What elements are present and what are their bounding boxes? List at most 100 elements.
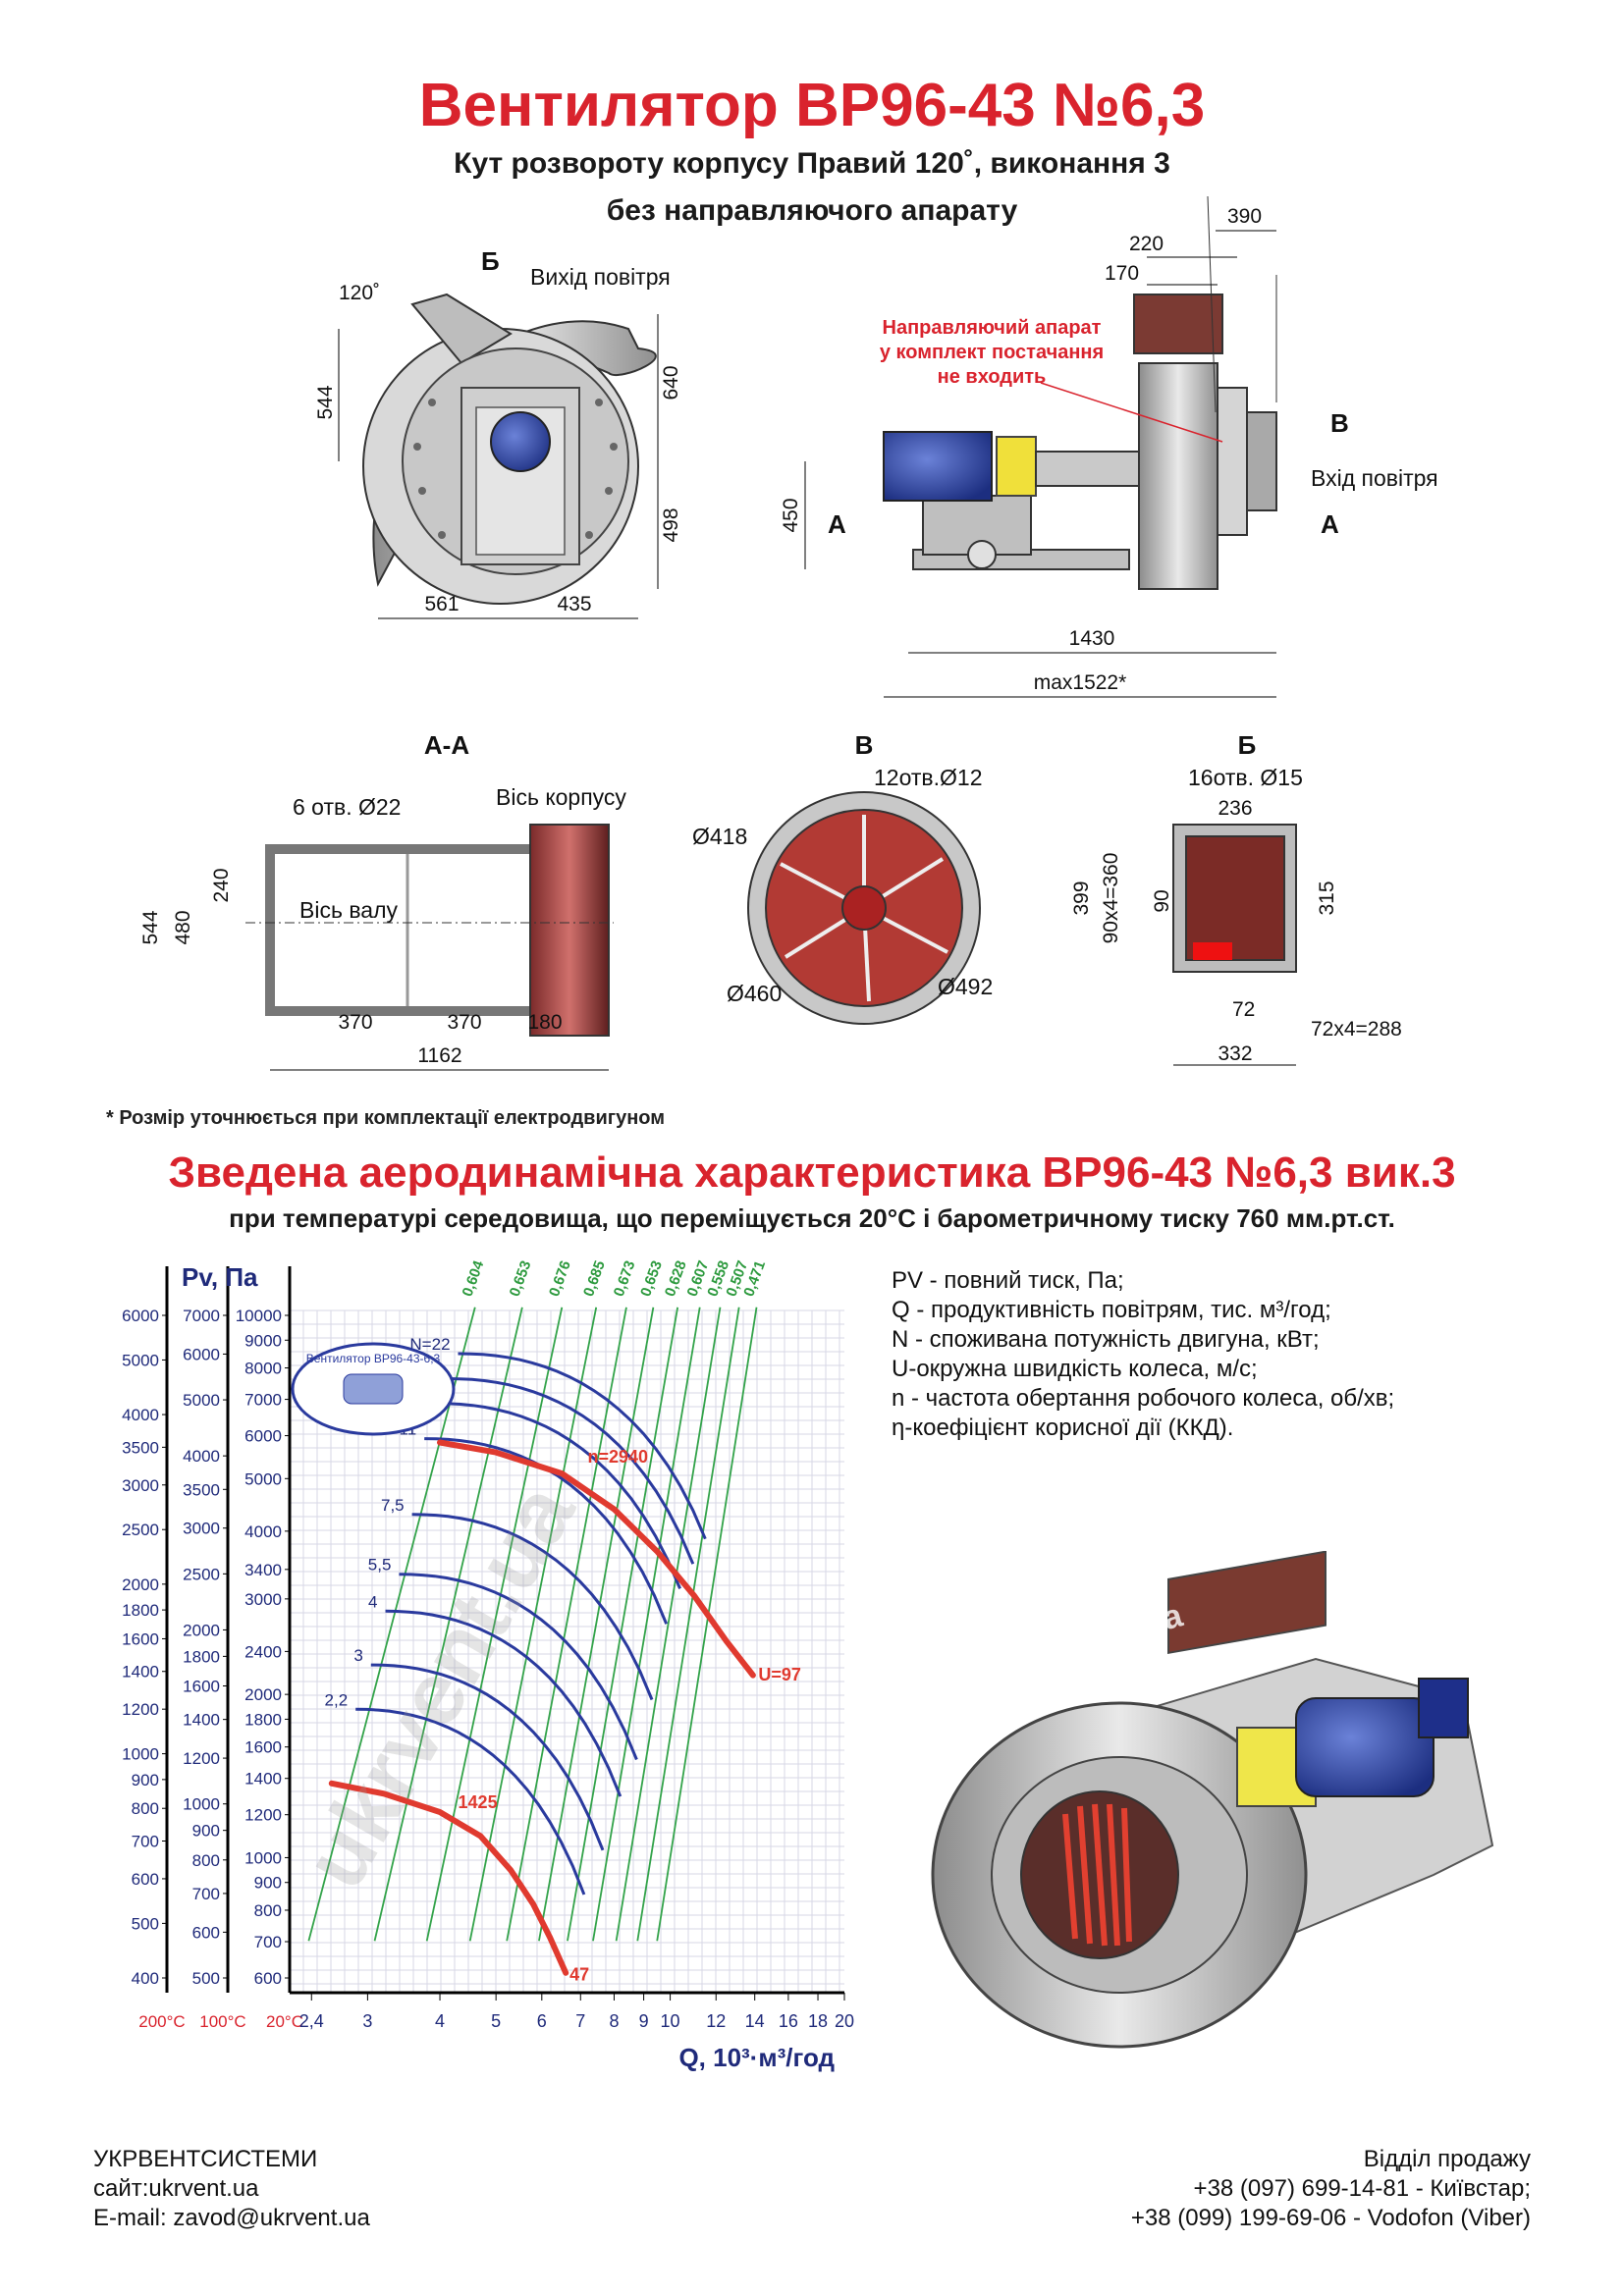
- logo-fan-icon: [343, 1373, 404, 1405]
- efficiency-ray: [373, 1307, 523, 1942]
- y-axis-label: Pv, Па: [182, 1262, 258, 1292]
- side-letter-v: В: [1330, 408, 1349, 438]
- efficiency-ray: [615, 1307, 722, 1942]
- y-tick-label: 1800: [244, 1710, 282, 1729]
- illustration-watermark: ukrvent.ua: [1013, 1596, 1187, 1676]
- y-tick-label: 1800: [122, 1601, 159, 1620]
- dim-front-544: 544: [314, 385, 337, 419]
- x-tick-label: 5: [491, 2011, 501, 2031]
- y-tick-label: 3000: [122, 1476, 159, 1495]
- y-tick-label: 6000: [122, 1307, 159, 1325]
- y-tick-label: 800: [192, 1851, 220, 1870]
- dim-b-236: 236: [1218, 797, 1252, 820]
- y-tick-label: 3000: [244, 1590, 282, 1609]
- side-note-1: Направляючий апарат: [883, 317, 1102, 339]
- phone-vodafone[interactable]: +38 (099) 199-69-06 - Vodofon (Viber): [1130, 2205, 1531, 2231]
- x-temp-label: 200°C: [138, 2012, 185, 2031]
- dim-aa-1162: 1162: [417, 1044, 461, 1067]
- technical-drawings: 544 640 498 561 435 120˚ Б Вихід повітря…: [139, 195, 1438, 1071]
- dim-front-561: 561: [424, 593, 459, 615]
- efficiency-ray: [656, 1307, 758, 1942]
- phone-kyivstar[interactable]: +38 (097) 699-14-81 - Київстар;: [1193, 2175, 1531, 2202]
- x-axis-label: Q, 10³·м³/год: [678, 2043, 835, 2072]
- efficiency-ray: [506, 1307, 627, 1942]
- section-v: В 12отв.Ø12 Ø418 Ø460 Ø492: [692, 730, 993, 1025]
- power-curve: [355, 1707, 586, 1896]
- x-temp-label: 100°C: [199, 2012, 245, 2031]
- v-d418: Ø418: [692, 824, 747, 849]
- efficiency-ray: [307, 1307, 476, 1942]
- fan-illustration: ukrvent.ua: [931, 1551, 1494, 2049]
- y-tick-label: 1400: [244, 1770, 282, 1789]
- speed-label-97: U=97: [758, 1665, 801, 1684]
- y-tick-label: 4000: [122, 1406, 159, 1424]
- section-aa-title: А-А: [424, 730, 469, 760]
- dim-front-435: 435: [557, 593, 591, 615]
- x-tick-label: 3: [362, 2011, 372, 2031]
- y-tick-label: 1600: [183, 1677, 220, 1695]
- footnote: * Розмір уточнюється при комплектації ел…: [106, 1107, 666, 1129]
- dim-side-390: 390: [1227, 205, 1262, 228]
- x-tick-label: 18: [808, 2011, 828, 2031]
- y-tick-label: 3500: [183, 1480, 220, 1499]
- y-tick-label: 400: [132, 1969, 159, 1988]
- legend-eta: η-коефіцієнт корисної дії (ККД).: [892, 1415, 1234, 1441]
- y-tick-label: 1200: [122, 1700, 159, 1719]
- company-email[interactable]: E-mail: zavod@ukrvent.ua: [93, 2205, 370, 2231]
- efficiency-label: 0,685: [580, 1258, 609, 1299]
- b-holes-label: 16отв. Ø15: [1188, 765, 1303, 790]
- y-tick-label: 3000: [183, 1520, 220, 1538]
- power-label: 7,5: [381, 1496, 405, 1515]
- power-curve: [458, 1352, 707, 1540]
- aa-holes-label: 6 отв. Ø22: [293, 794, 401, 820]
- y-tick-label: 1200: [244, 1806, 282, 1825]
- dim-aa-480: 480: [172, 910, 194, 944]
- power-label: 4: [368, 1592, 377, 1611]
- dim-front-498: 498: [660, 507, 682, 542]
- x-temp-label: 20°C: [266, 2012, 303, 2031]
- housing-axis-label: Вісь корпусу: [496, 784, 626, 810]
- efficiency-ray: [425, 1307, 564, 1942]
- y-tick-label: 700: [254, 1933, 282, 1951]
- y-tick-label: 1400: [122, 1663, 159, 1682]
- dim-b-332: 332: [1218, 1042, 1252, 1065]
- x-tick-label: 10: [661, 2011, 680, 2031]
- efficiency-ray: [592, 1307, 701, 1942]
- y-tick-label: 4000: [183, 1447, 220, 1466]
- y-tick-label: 7000: [183, 1307, 220, 1325]
- power-label: 2,2: [325, 1690, 349, 1709]
- y-tick-label: 1400: [183, 1711, 220, 1730]
- power-curve: [436, 1402, 681, 1589]
- dim-side-170: 170: [1105, 262, 1139, 285]
- dim-front-640: 640: [660, 365, 682, 400]
- y-tick-label: 700: [132, 1833, 159, 1851]
- y-tick-label: 2000: [244, 1685, 282, 1704]
- side-air-in: Вхід повітря: [1311, 465, 1438, 491]
- x-tick-label: 9: [639, 2011, 649, 2031]
- x-tick-label: 16: [779, 2011, 798, 2031]
- y-tick-label: 2500: [122, 1521, 159, 1539]
- y-tick-label: 600: [192, 1923, 220, 1942]
- y-tick-label: 10000: [236, 1307, 282, 1325]
- y-tick-label: 6000: [244, 1427, 282, 1446]
- section-aa: А-А Вісь валу 6 отв. Ø22 Вісь корпусу 54…: [139, 730, 626, 1071]
- y-tick-label: 2000: [183, 1621, 220, 1639]
- legend-q: Q - продуктивність повітрям, тис. м³/год…: [892, 1297, 1331, 1323]
- v-holes-label: 12отв.Ø12: [874, 765, 983, 790]
- company-site[interactable]: сайт:ukrvent.ua: [93, 2175, 259, 2202]
- dim-aa-240: 240: [210, 868, 233, 902]
- dim-side-450: 450: [780, 498, 802, 532]
- legend-pv: PV - повний тиск, Па;: [892, 1267, 1124, 1294]
- dim-b-360: 90x4=360: [1100, 853, 1122, 944]
- legend-n: N - споживана потужність двигуна, кВт;: [892, 1326, 1320, 1353]
- front-angle-label: 120˚: [339, 282, 380, 304]
- side-note-3: не входить: [938, 366, 1047, 388]
- y-tick-label: 5000: [122, 1351, 159, 1369]
- side-letter-a-left: А: [828, 509, 846, 539]
- x-tick-label: 2,4: [299, 2011, 324, 2031]
- y-tick-label: 1000: [122, 1745, 159, 1764]
- y-tick-label: 2000: [122, 1575, 159, 1594]
- power-label: N=22: [409, 1335, 450, 1354]
- y-tick-label: 600: [254, 1969, 282, 1988]
- y-tick-label: 3400: [244, 1561, 282, 1579]
